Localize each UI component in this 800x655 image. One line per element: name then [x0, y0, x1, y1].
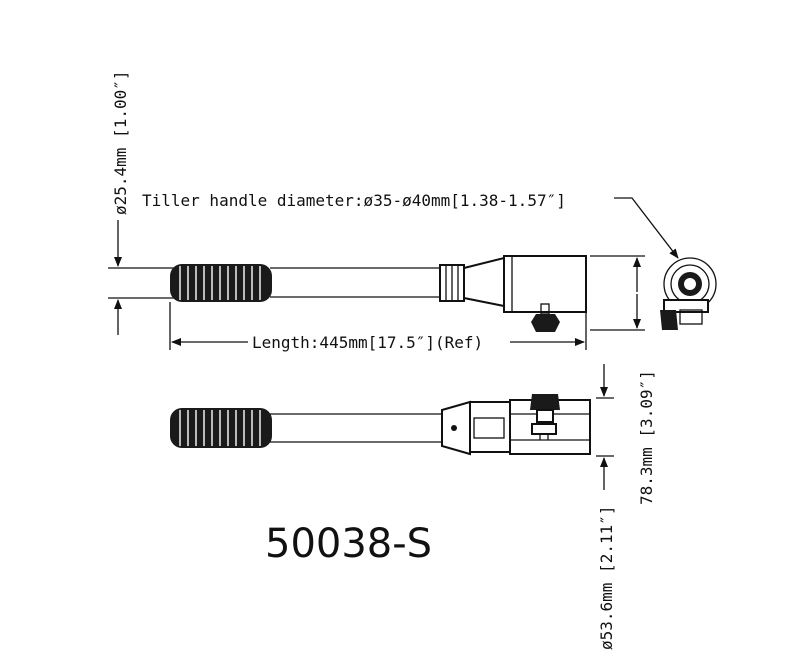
length-label: Length:445mm[17.5″](Ref)	[252, 333, 483, 352]
height-dimension: 78.3mm [3.09″]	[596, 364, 656, 505]
grip-top	[170, 264, 272, 302]
top-view-assembly	[170, 255, 587, 332]
tiller-diameter-label: Tiller handle diameter:ø35-ø40mm[1.38-1.…	[142, 191, 566, 210]
side-view-assembly	[170, 394, 591, 456]
length-dimension: Length:445mm[17.5″](Ref)	[169, 302, 587, 352]
part-number: 50038-S	[265, 521, 432, 567]
clamp-diameter-label: ø53.6mm [2.11″]	[597, 506, 616, 651]
diameter-handle-label: ø25.4mm [1.00″]	[111, 71, 130, 216]
barrel-height-dimension	[590, 255, 645, 331]
grip-side	[170, 408, 272, 448]
clamp-diameter-dimension: ø53.6mm [2.11″]	[596, 455, 616, 651]
tiller-diameter-callout: Tiller handle diameter:ø35-ø40mm[1.38-1.…	[142, 191, 679, 259]
diameter-dimension-left: ø25.4mm [1.00″]	[108, 71, 176, 335]
end-view	[660, 257, 717, 330]
height-label: 78.3mm [3.09″]	[637, 370, 656, 505]
knob-side	[530, 394, 560, 440]
knob-top	[531, 303, 560, 332]
